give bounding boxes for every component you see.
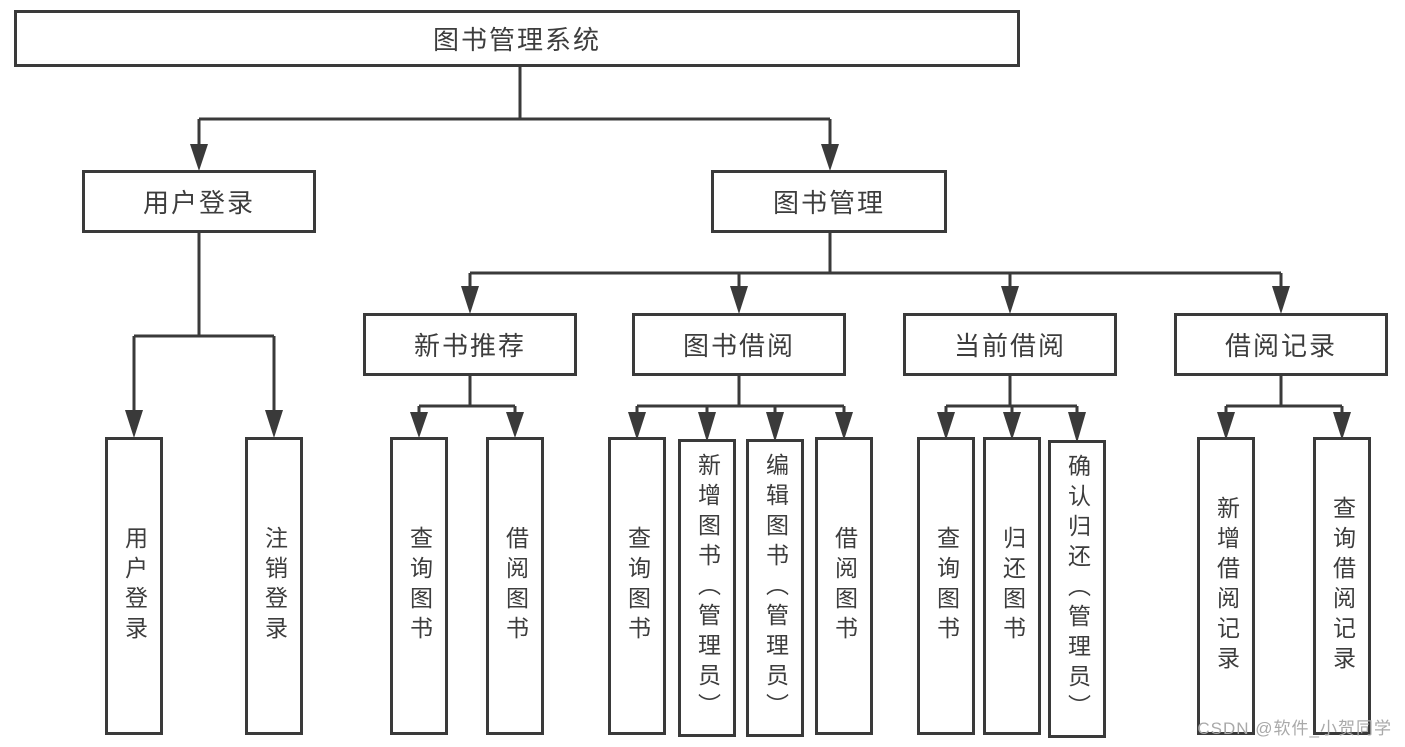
node-leaf-add-books-label: 新增图书（管理员）: [694, 453, 721, 723]
edges-current-borrow: [937, 376, 1086, 443]
node-leaf-logout-label: 注销登录: [261, 526, 288, 646]
node-leaf-edit-books: 编辑图书（管理员）: [746, 439, 804, 737]
node-current-borrow-label: 当前借阅: [953, 331, 1066, 361]
node-book-borrow: 图书借阅: [632, 313, 846, 376]
arrowhead: [265, 410, 283, 438]
arrowhead: [1333, 412, 1351, 440]
arrowhead: [1272, 286, 1290, 314]
arrowhead: [410, 412, 428, 438]
node-leaf-query-books-1: 查询图书: [390, 437, 448, 735]
node-leaf-query-borrow-record: 查询借阅记录: [1313, 437, 1371, 735]
arrowhead: [461, 286, 479, 314]
edge-new-book-branch: [417, 376, 517, 414]
node-user-login: 用户登录: [82, 170, 316, 233]
edges-root: [190, 67, 839, 171]
node-leaf-add-borrow-record-label: 新增借阅记录: [1213, 496, 1240, 676]
node-borrow-records: 借阅记录: [1174, 313, 1388, 376]
edges-user-login: [125, 233, 283, 438]
node-root-label: 图书管理系统: [432, 25, 601, 55]
node-leaf-add-books: 新增图书（管理员）: [678, 439, 736, 737]
node-leaf-user-login: 用户登录: [105, 437, 163, 735]
arrowhead: [628, 412, 646, 440]
edges-book-management: [461, 233, 1290, 314]
arrowhead: [730, 286, 748, 314]
watermark: CSDN @软件_小贺同学: [1197, 719, 1392, 738]
node-leaf-borrow-books-2-label: 借阅图书: [831, 526, 858, 646]
arrowhead: [506, 412, 524, 438]
node-user-login-label: 用户登录: [142, 188, 255, 218]
arrowhead: [821, 144, 839, 171]
arrowhead: [937, 412, 955, 440]
node-leaf-return-books-label: 归还图书: [999, 526, 1026, 646]
node-leaf-borrow-books-1-label: 借阅图书: [502, 526, 529, 646]
node-leaf-return-books: 归还图书: [983, 437, 1041, 735]
node-book-borrow-label: 图书借阅: [682, 331, 795, 361]
arrowhead: [190, 144, 208, 171]
node-leaf-add-borrow-record: 新增借阅记录: [1197, 437, 1255, 735]
edge-book-borrow-branch: [635, 376, 846, 414]
edge-current-borrow-branch: [944, 376, 1079, 414]
edges-book-borrow: [628, 376, 853, 442]
node-new-book-recommend-label: 新书推荐: [413, 331, 526, 361]
edge-root-branch: [197, 67, 832, 146]
node-new-book-recommend: 新书推荐: [363, 313, 577, 376]
node-leaf-query-books-1-label: 查询图书: [406, 526, 433, 646]
arrowhead: [125, 410, 143, 438]
node-book-management: 图书管理: [711, 170, 947, 233]
node-leaf-edit-books-label: 编辑图书（管理员）: [762, 453, 789, 723]
node-leaf-query-books-2-label: 查询图书: [624, 526, 651, 646]
edges-borrow-records: [1217, 376, 1351, 440]
node-borrow-records-label: 借阅记录: [1224, 331, 1337, 361]
node-leaf-query-books-3-label: 查询图书: [933, 526, 960, 646]
arrowhead: [1068, 412, 1086, 443]
edge-user-login-branch: [132, 233, 276, 412]
node-leaf-borrow-books-1: 借阅图书: [486, 437, 544, 735]
node-leaf-user-login-label: 用户登录: [121, 526, 148, 646]
node-leaf-query-books-3: 查询图书: [917, 437, 975, 735]
node-current-borrow: 当前借阅: [903, 313, 1117, 376]
arrowhead: [698, 412, 716, 442]
node-leaf-confirm-return-label: 确认归还（管理员）: [1064, 454, 1091, 724]
node-leaf-query-borrow-record-label: 查询借阅记录: [1329, 496, 1356, 676]
node-root: 图书管理系统: [14, 10, 1020, 67]
arrowhead: [1003, 412, 1021, 440]
edge-borrow-records-branch: [1224, 376, 1344, 414]
arrowhead: [835, 412, 853, 440]
arrowhead: [766, 412, 784, 442]
arrowhead: [1001, 286, 1019, 314]
node-leaf-logout: 注销登录: [245, 437, 303, 735]
edge-book-management-branch: [468, 233, 1283, 288]
node-leaf-query-books-2: 查询图书: [608, 437, 666, 735]
node-book-management-label: 图书管理: [772, 188, 885, 218]
arrowhead: [1217, 412, 1235, 440]
node-leaf-confirm-return: 确认归还（管理员）: [1048, 440, 1106, 738]
node-leaf-borrow-books-2: 借阅图书: [815, 437, 873, 735]
edges-new-book: [410, 376, 524, 438]
